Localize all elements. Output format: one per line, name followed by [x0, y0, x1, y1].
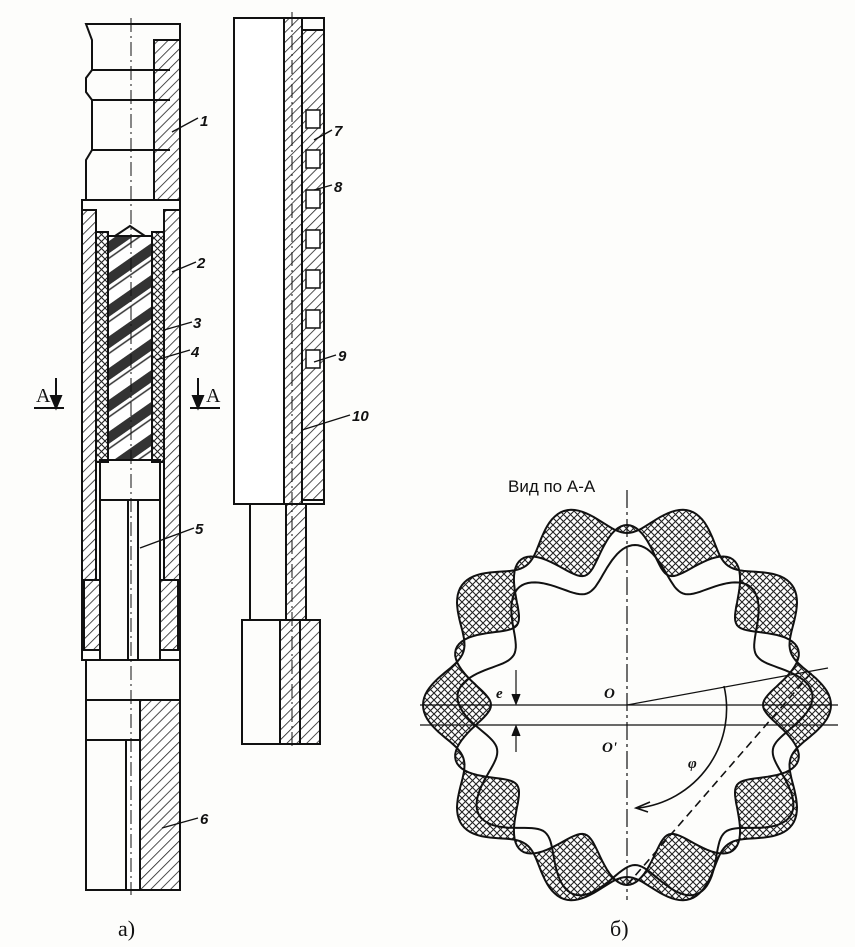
view-title: Вид по А-А [508, 477, 596, 496]
symbol-o: O [604, 686, 615, 702]
label-4: 4 [190, 344, 200, 361]
caption-b: б) [610, 916, 629, 941]
section-arrows [34, 378, 220, 411]
symbol-phi: φ [688, 756, 697, 772]
section-mark-right: A [206, 385, 221, 407]
label-7: 7 [334, 123, 343, 140]
symbol-o-prime: O' [602, 740, 617, 756]
caption-a: а) [118, 916, 135, 941]
assembly-right [233, 12, 325, 748]
label-9: 9 [338, 348, 347, 365]
label-1: 1 [200, 113, 208, 130]
label-5: 5 [195, 521, 204, 538]
assembly-left [81, 18, 181, 895]
label-2: 2 [196, 255, 206, 272]
labels: 1 2 3 4 5 6 7 8 9 10 A A а) б) Вид по А-… [36, 113, 697, 941]
label-10: 10 [352, 408, 369, 425]
symbol-e: e [496, 686, 503, 702]
label-8: 8 [334, 179, 343, 196]
axes [420, 490, 838, 900]
cross-section [420, 490, 838, 902]
rotor-profile [456, 543, 814, 897]
section-mark-left: A [36, 385, 51, 407]
leader-lines [139, 117, 351, 829]
label-6: 6 [200, 811, 209, 828]
label-3: 3 [193, 315, 202, 332]
